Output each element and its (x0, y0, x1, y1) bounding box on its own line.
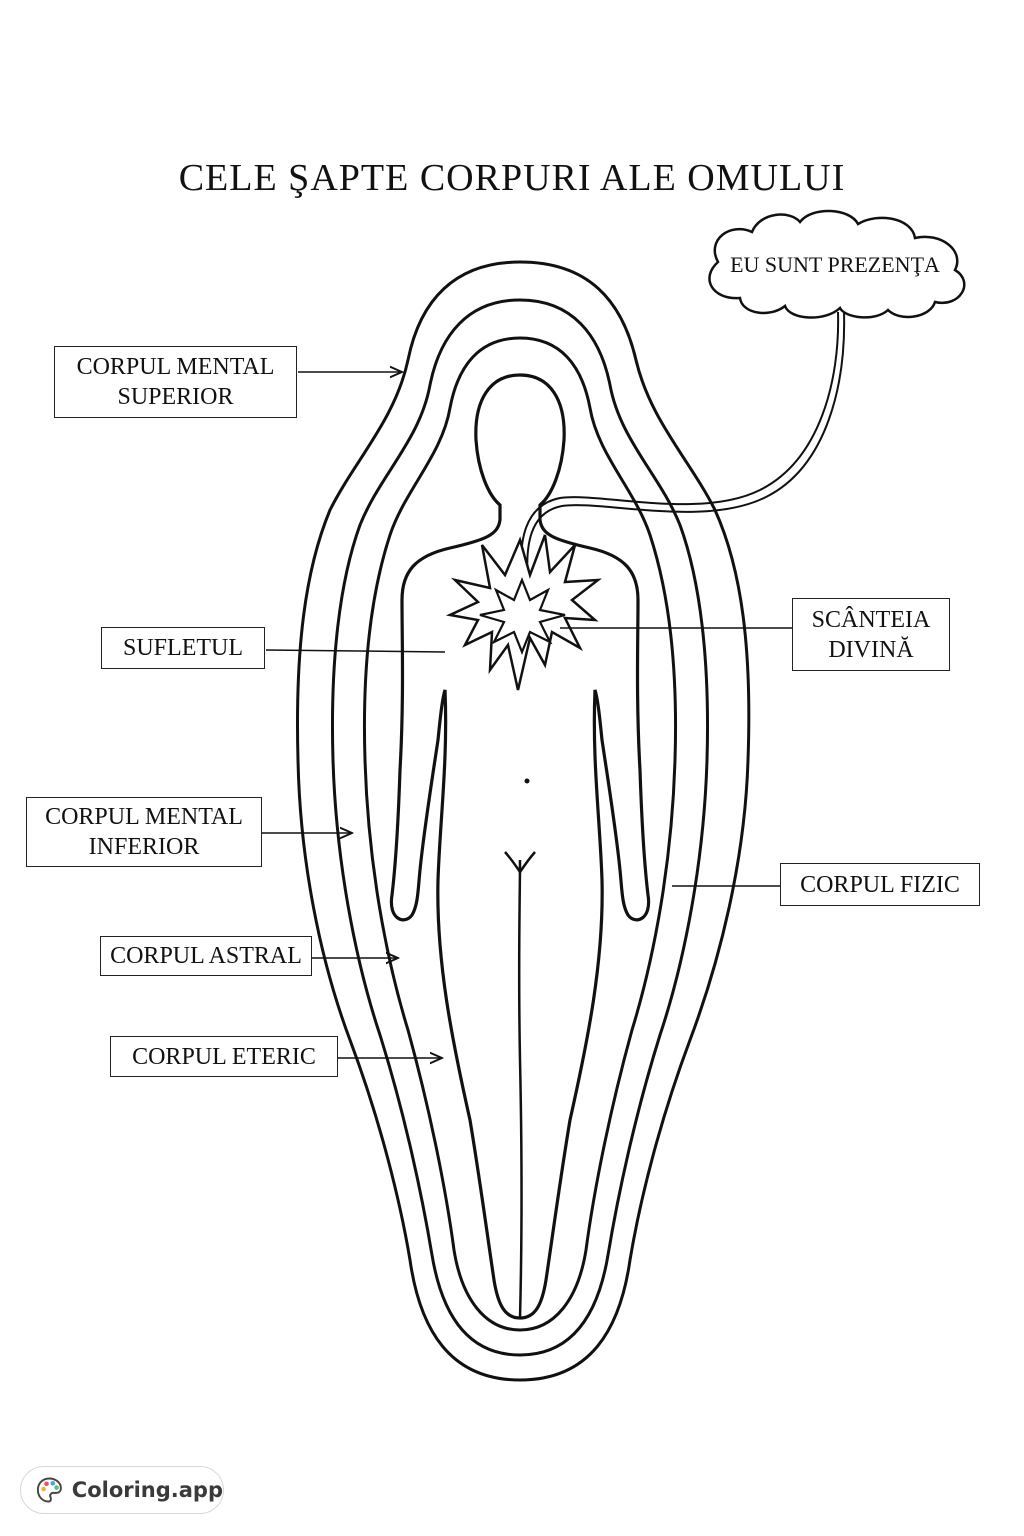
diagram-title: CELE ŞAPTE CORPURI ALE OMULUI (178, 157, 846, 199)
human-figure-outline (389, 373, 651, 1320)
aura-layer-2 (330, 298, 710, 1357)
label-line: INFERIOR (88, 834, 200, 860)
label-sufletul: SUFLETUL (101, 627, 265, 669)
label-corpul-mental-inferior: CORPUL MENTAL INFERIOR (26, 797, 262, 867)
label-corpul-eteric: CORPUL ETERIC (110, 1036, 338, 1077)
line-sufletul (265, 649, 446, 653)
label-text: CORPUL ETERIC (132, 1043, 316, 1070)
legs-divider (517, 859, 523, 1319)
cloud-label: EU SUNT PREZENŢA (730, 252, 940, 277)
silver-cord (520, 311, 840, 583)
label-corpul-astral: CORPUL ASTRAL (100, 936, 312, 976)
label-line: CORPUL MENTAL (45, 804, 243, 830)
cloud-shape (708, 209, 966, 319)
aura-layer-3 (362, 336, 678, 1332)
label-line: DIVINĂ (828, 636, 914, 663)
aura-outer (295, 260, 751, 1382)
label-corpul-mental-superior: CORPUL MENTAL SUPERIOR (54, 346, 297, 418)
label-corpul-fizic: CORPUL FIZIC (780, 863, 980, 906)
divine-spark-star (479, 577, 566, 655)
coloring-app-text: Coloring.app (71, 1478, 223, 1502)
label-line: SUPERIOR (117, 384, 234, 410)
label-text: CORPUL ASTRAL (110, 943, 302, 969)
navel (524, 778, 530, 784)
crotch-curve (504, 851, 536, 875)
label-line: SCÂNTEIA (811, 606, 931, 633)
coloring-app-badge[interactable]: Coloring.app (20, 1466, 224, 1514)
label-text: CORPUL FIZIC (800, 871, 960, 898)
palette-icon (36, 1477, 62, 1503)
label-line: CORPUL MENTAL (76, 354, 275, 380)
label-text: SUFLETUL (123, 635, 243, 661)
silver-cord-inner (526, 311, 846, 583)
label-scanteia-divina: SCÂNTEIA DIVINĂ (792, 598, 950, 671)
